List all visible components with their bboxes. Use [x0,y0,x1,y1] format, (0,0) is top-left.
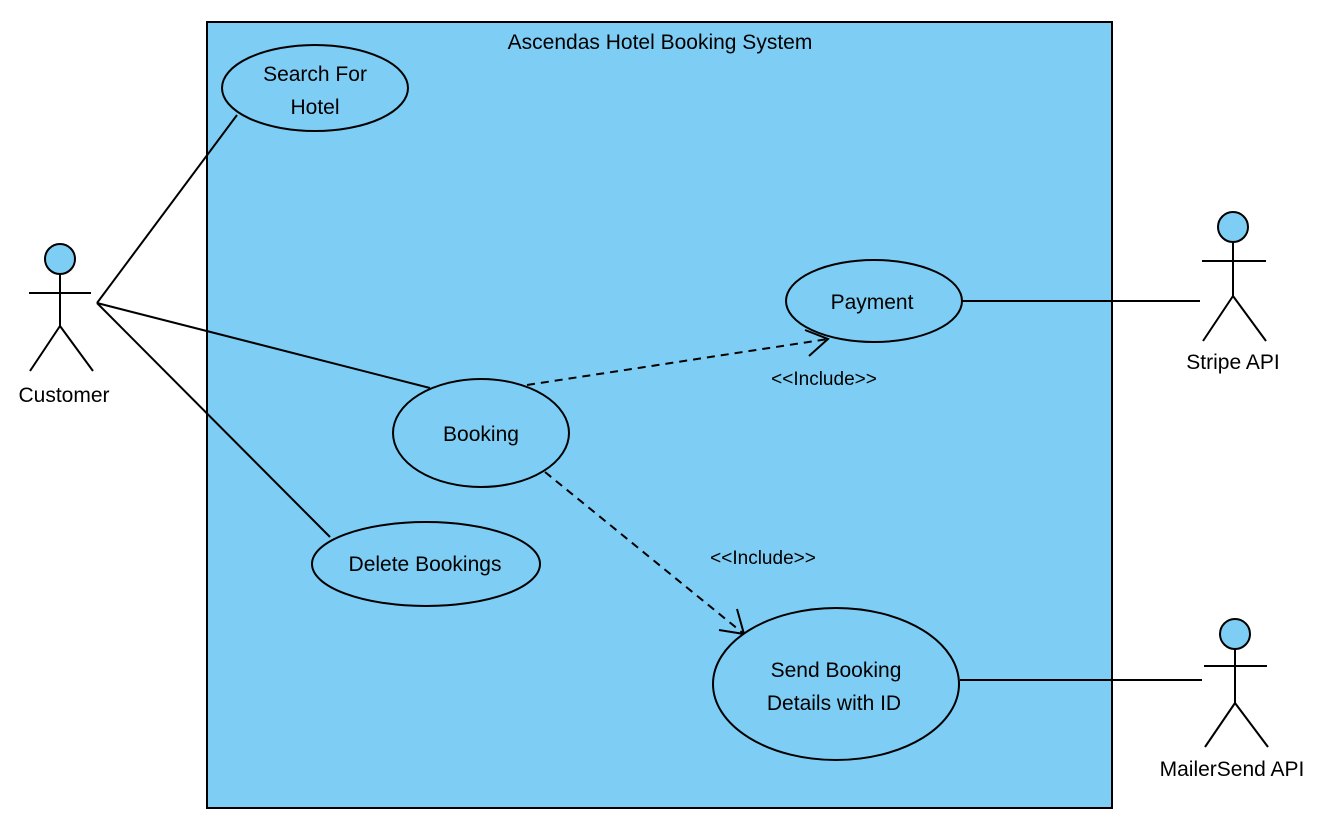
svg-text:Delete Bookings: Delete Bookings [349,553,502,576]
svg-text:Search For: Search For [263,63,367,86]
actor-stripe-label: Stripe API [1186,351,1279,374]
use-case-send-booking-details: Send Booking Details with ID [712,607,960,761]
actor-mailersend-label: MailerSend API [1160,758,1305,781]
use-case-payment: Payment [785,259,963,343]
association-customer-delete [96,302,331,538]
svg-text:Hotel: Hotel [290,96,339,119]
include-booking-payment [526,329,830,386]
system-title: Ascendas Hotel Booking System [508,31,813,54]
svg-text:Details with ID: Details with ID [767,692,901,715]
svg-text:Booking: Booking [443,423,519,446]
actor-mailersend-figure [1204,618,1269,748]
use-case-booking: Booking [392,378,570,488]
include-label-send: <<Include>> [710,548,816,569]
svg-text:Send Booking: Send Booking [771,659,902,682]
actor-customer-label: Customer [18,384,109,407]
include-label-payment: <<Include>> [771,369,877,390]
actor-stripe-figure [1202,211,1267,342]
use-case-search-hotel: Search For Hotel [221,44,409,132]
actor-customer-figure [29,243,94,372]
svg-text:Payment: Payment [831,291,914,314]
use-case-delete-bookings: Delete Bookings [311,521,541,607]
association-customer-search [96,114,238,304]
association-customer-booking [96,302,431,389]
system-boundary [206,21,1113,809]
